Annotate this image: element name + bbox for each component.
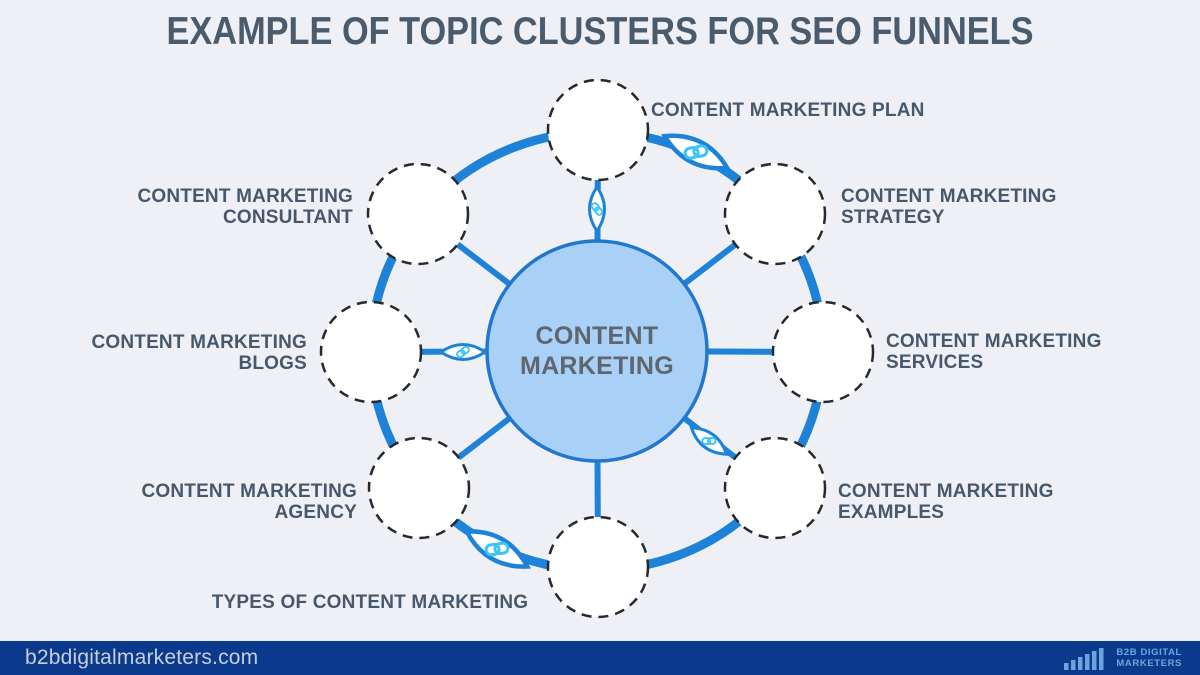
brand-logo-line1: B2B DIGITAL bbox=[1116, 647, 1182, 658]
cluster-label-types: TYPES OF CONTENT MARKETING bbox=[211, 592, 529, 613]
cluster-circle-types bbox=[546, 515, 650, 619]
chain-link-icon bbox=[438, 343, 488, 361]
brand-logo-text: B2B DIGITAL MARKETERS bbox=[1116, 647, 1182, 669]
cluster-label-consultant: CONTENT MARKETING CONSULTANT bbox=[137, 186, 353, 228]
brand-logo-line2: MARKETERS bbox=[1116, 658, 1182, 669]
cluster-circle-examples bbox=[723, 436, 827, 540]
brand-logo: B2B DIGITAL MARKETERS bbox=[1064, 641, 1182, 675]
bar-chart-icon bbox=[1064, 648, 1104, 670]
chain-link-icon bbox=[661, 133, 731, 171]
cluster-circles bbox=[319, 78, 875, 619]
cluster-circle-strategy bbox=[723, 162, 827, 266]
footer-bar: b2bdigitalmarketers.com B2B DIGITAL MARK… bbox=[0, 641, 1200, 675]
hub-circle bbox=[485, 239, 709, 463]
footer-website: b2bdigitalmarketers.com bbox=[25, 646, 259, 669]
cluster-label-plan: CONTENT MARKETING PLAN bbox=[651, 100, 925, 121]
cluster-label-examples: CONTENT MARKETING EXAMPLES bbox=[838, 481, 1054, 523]
chain-link-icon bbox=[689, 426, 729, 456]
page-title: EXAMPLE OF TOPIC CLUSTERS FOR SEO FUNNEL… bbox=[166, 10, 1034, 53]
cluster-circle-blogs bbox=[319, 300, 423, 404]
cluster-circle-consultant bbox=[366, 162, 470, 266]
cluster-label-strategy: CONTENT MARKETING STRATEGY bbox=[841, 186, 1057, 228]
chain-link-icon bbox=[588, 184, 606, 234]
cluster-label-blogs: CONTENT MARKETING BLOGS bbox=[91, 332, 307, 374]
cluster-circle-plan bbox=[546, 78, 650, 182]
hub-label: CONTENT MARKETING bbox=[519, 322, 675, 380]
cluster-circle-services bbox=[771, 300, 875, 404]
chain-link-icon bbox=[463, 529, 531, 569]
cluster-label-services: CONTENT MARKETING SERVICES bbox=[886, 331, 1102, 373]
cluster-circle-agency bbox=[367, 436, 471, 540]
cluster-label-agency: CONTENT MARKETING AGENCY bbox=[141, 481, 357, 523]
